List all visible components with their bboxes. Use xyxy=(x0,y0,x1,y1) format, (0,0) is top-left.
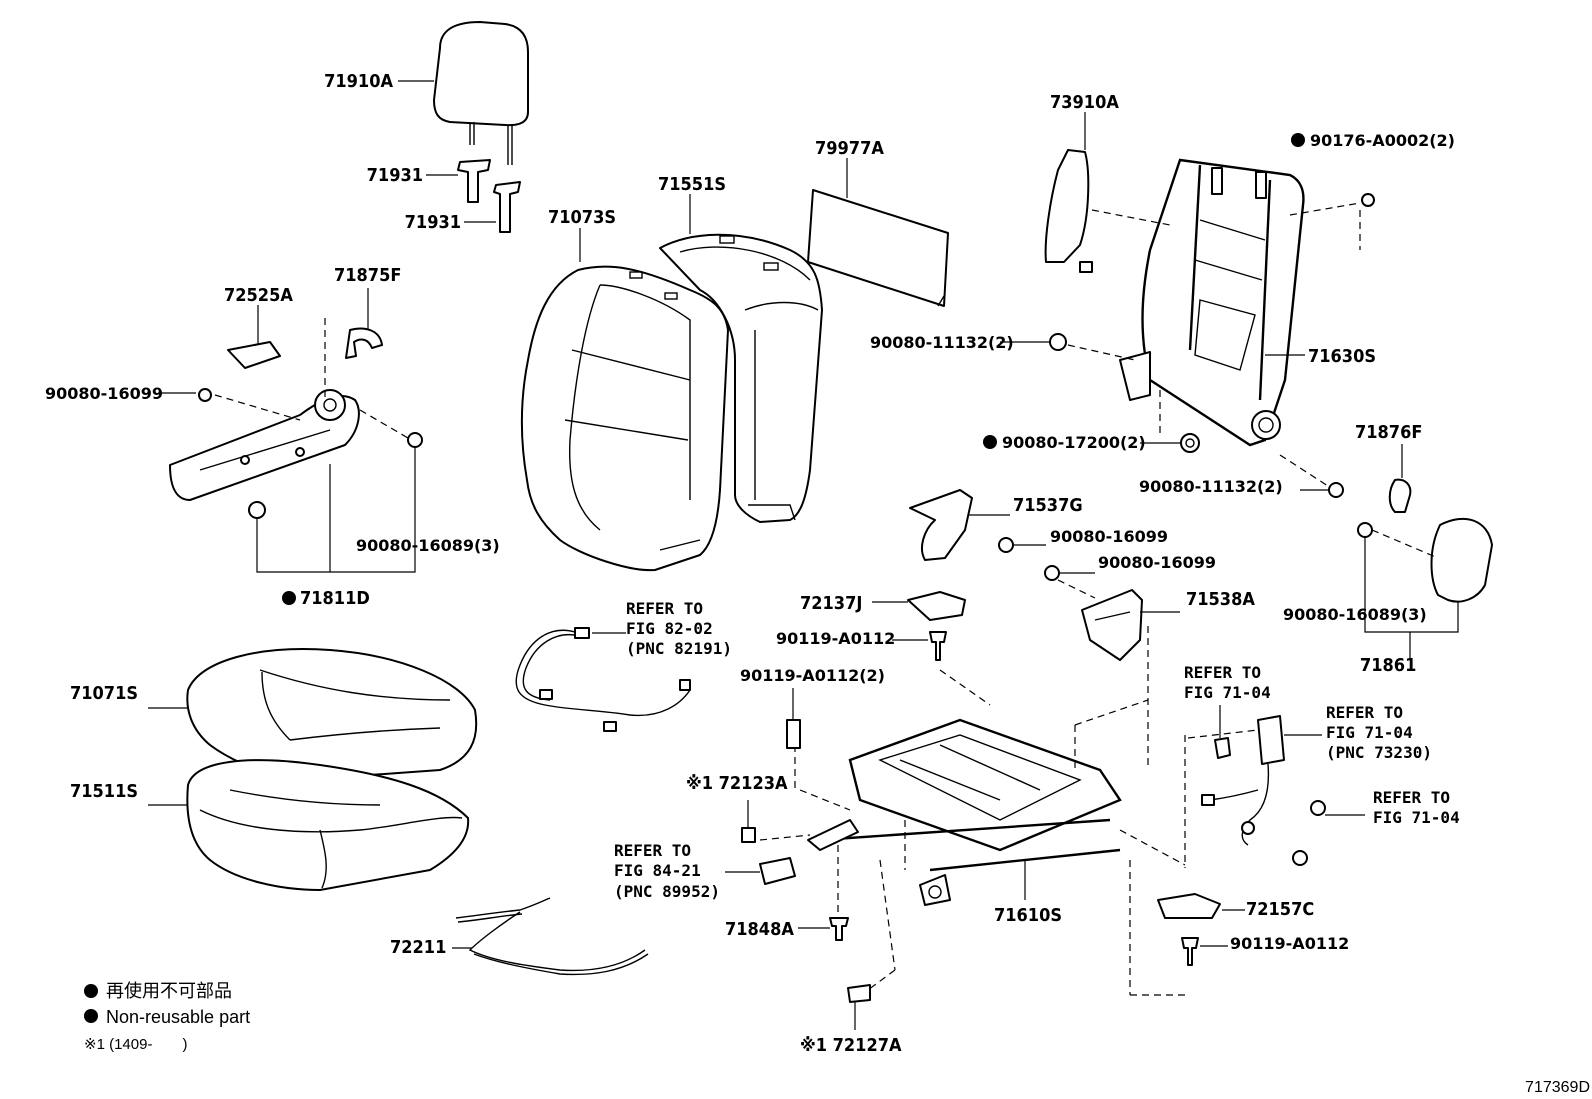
label-72127A: ※1 72127A xyxy=(800,1035,902,1056)
seatback-cover-illustration xyxy=(520,265,729,572)
refer-82-line3: (PNC 82191) xyxy=(626,639,732,658)
seat-cushion-cover-illustration xyxy=(186,648,478,781)
label-71511S: 71511S xyxy=(70,781,138,802)
label-71876F: 71876F xyxy=(1355,422,1422,443)
label-90080-16099-mid2: 90080-16099 xyxy=(1098,553,1216,572)
seatback-frame-illustration xyxy=(1119,158,1305,447)
refer-82-line1[interactable]: REFER TO xyxy=(626,599,703,618)
side-cover-illustration xyxy=(1044,149,1093,273)
label-71875F: 71875F xyxy=(334,265,401,286)
figure-id: 717369D xyxy=(1525,1079,1590,1096)
legend-japanese: 再使用不可部品 xyxy=(106,981,232,1001)
refer-71a-line1[interactable]: REFER TO xyxy=(1184,663,1261,682)
wire-harness-illustration xyxy=(515,627,691,732)
non-reusable-mark xyxy=(983,435,997,449)
refer-82-line2[interactable]: FIG 82-02 xyxy=(626,619,713,638)
label-72137J: 72137J xyxy=(800,593,862,614)
label-71861: 71861 xyxy=(1360,655,1416,676)
label-90080-11132-upper: 90080-11132(2) xyxy=(870,333,1014,352)
legend-bullet-en xyxy=(84,1009,98,1023)
label-71551S: 71551S xyxy=(658,174,726,195)
label-90080-11132-lower: 90080-11132(2) xyxy=(1139,477,1283,496)
label-71537G: 71537G xyxy=(1013,495,1083,516)
label-71931-lower: 71931 xyxy=(405,212,461,233)
label-72525A: 72525A xyxy=(224,285,293,306)
label-72123A: ※1 72123A xyxy=(686,773,788,794)
hinge-cap-illustration xyxy=(227,327,383,369)
label-90080-16099-mid1: 90080-16099 xyxy=(1050,527,1168,546)
legend-english: Non-reusable part xyxy=(106,1007,250,1027)
label-79977A: 79977A xyxy=(815,138,884,159)
label-90176-A0002: 90176-A0002(2) xyxy=(1310,131,1455,150)
label-71610S: 71610S xyxy=(994,905,1062,926)
label-72157C: 72157C xyxy=(1246,899,1314,920)
refer-71b-line2[interactable]: FIG 71-04 xyxy=(1326,723,1413,742)
label-90080-16089-left: 90080-16089(3) xyxy=(356,536,500,555)
refer-71c-line2[interactable]: FIG 71-04 xyxy=(1373,808,1460,827)
seatback-pad-illustration xyxy=(659,233,823,523)
refer-71a-line2[interactable]: FIG 71-04 xyxy=(1184,683,1271,702)
seat-belt-buckle-illustration xyxy=(1201,715,1285,846)
legend-note: ※1 (1409- ) xyxy=(84,1036,187,1053)
refer-71c-line1[interactable]: REFER TO xyxy=(1373,788,1450,807)
recliner-cover-illustration xyxy=(169,389,360,501)
label-71931-upper: 71931 xyxy=(367,165,423,186)
seat-side-bracket-illustration xyxy=(909,489,1143,661)
label-73910A: 73910A xyxy=(1050,92,1119,113)
seat-wire-illustration xyxy=(455,897,649,976)
label-90119-A0112-2: 90119-A0112(2) xyxy=(740,666,885,685)
label-90080-17200: 90080-17200(2) xyxy=(1002,433,1146,452)
label-71073S: 71073S xyxy=(548,207,616,228)
refer-71b-line3: (PNC 73230) xyxy=(1326,743,1432,762)
label-71538A: 71538A xyxy=(1186,589,1255,610)
label-71848A: 71848A xyxy=(725,919,794,940)
refer-84-line2[interactable]: FIG 84-21 xyxy=(614,861,701,880)
legend-bullet-ja xyxy=(84,984,98,998)
label-90119-A0112-upper: 90119-A0112 xyxy=(776,629,895,648)
label-72211: 72211 xyxy=(390,937,446,958)
non-reusable-mark xyxy=(282,591,296,605)
headrest-illustration xyxy=(433,21,529,165)
non-reusable-mark xyxy=(1291,133,1305,147)
label-71630S: 71630S xyxy=(1308,346,1376,367)
label-71811D: 71811D xyxy=(300,588,370,609)
label-90080-16089-right: 90080-16089(3) xyxy=(1283,605,1427,624)
label-71071S: 71071S xyxy=(70,683,138,704)
seat-cushion-pad-illustration xyxy=(186,759,470,891)
right-recliner-cover-illustration xyxy=(1388,478,1493,603)
label-90119-A0112-lower: 90119-A0112 xyxy=(1230,934,1349,953)
refer-84-line1[interactable]: REFER TO xyxy=(614,841,691,860)
label-90080-16099-left: 90080-16099 xyxy=(45,384,163,403)
refer-84-line3: (PNC 89952) xyxy=(614,882,720,901)
label-71910A: 71910A xyxy=(324,71,393,92)
headrest-guide-illustration xyxy=(457,159,521,233)
refer-71b-line1[interactable]: REFER TO xyxy=(1326,703,1403,722)
seatback-panel-illustration xyxy=(807,189,949,307)
seat-frame-illustration xyxy=(807,718,1122,906)
